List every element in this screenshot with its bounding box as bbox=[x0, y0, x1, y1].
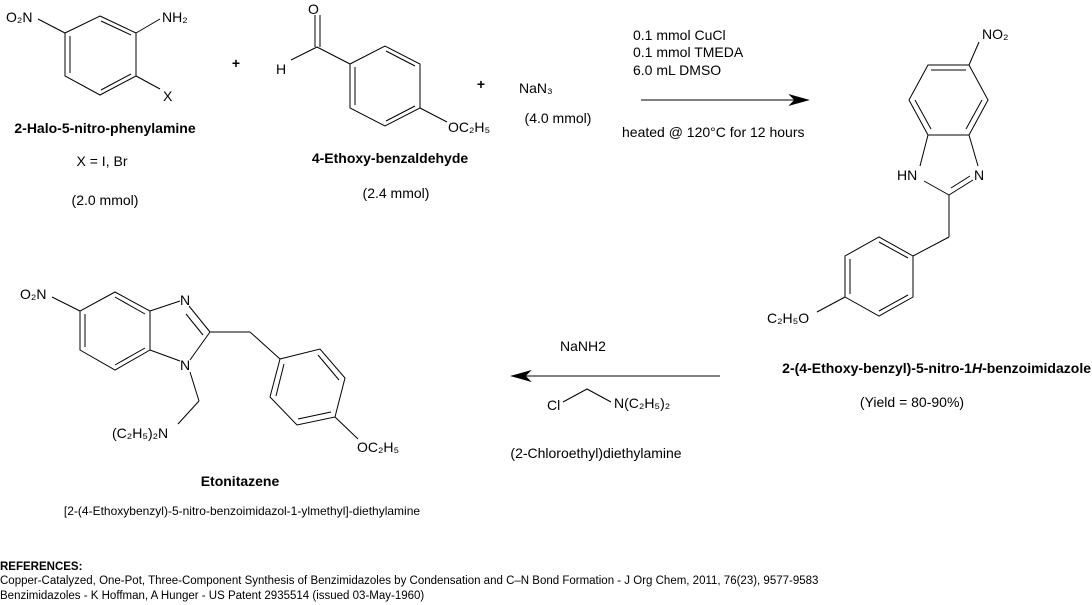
yield: (Yield = 80-90%) bbox=[860, 394, 964, 410]
ethoxy-label: OC₂H₅ bbox=[357, 439, 399, 455]
reagent-nanh2: NaNH2 bbox=[560, 338, 606, 354]
diethylamine-label: N(C₂H₅)₂ bbox=[614, 395, 670, 411]
nitrogen-label: N bbox=[180, 357, 190, 373]
plus-sign: + bbox=[477, 76, 485, 92]
heat-condition: heated @ 120°C for 12 hours bbox=[622, 124, 804, 140]
benzene-ring bbox=[64, 15, 137, 96]
reference-item: Copper-Catalyzed, One-Pot, Three-Compone… bbox=[0, 575, 818, 587]
nh-label: HN bbox=[897, 167, 917, 183]
arrow-head bbox=[510, 370, 532, 382]
oxygen-label: O bbox=[308, 1, 319, 17]
nitro-label: NO₂ bbox=[982, 26, 1008, 42]
hydrogen-label: H bbox=[276, 61, 286, 77]
reaction-arrow-step1: 0.1 mmol CuCl 0.1 mmol TMEDA 6.0 mL DMSO… bbox=[622, 27, 810, 140]
reaction-arrow-step2: NaNH2 Cl N(C₂H₅)₂ (2-Chloroethyl)diethyl… bbox=[510, 338, 720, 461]
ethoxy-label: OC₂H₅ bbox=[448, 119, 490, 135]
intermediate-benzimidazole: NO₂ HN N C₂H₅O 2-(4-Ethoxy-benzyl)-5-nit… bbox=[767, 26, 1091, 410]
nitro-label: O₂N bbox=[20, 286, 46, 302]
amine-label: NH₂ bbox=[162, 9, 188, 25]
condition-cucl: 0.1 mmol CuCl bbox=[633, 27, 726, 43]
compound-name: 4-Ethoxy-benzaldehyde bbox=[312, 150, 469, 166]
plus-sign: + bbox=[232, 55, 240, 71]
product-etonitazene: O₂N N N (C₂H₅)₂N OC₂H₅ Etonitazene [2-(4… bbox=[20, 286, 420, 518]
reference-item: Benzimidazoles - K Hoffman, A Hunger - U… bbox=[0, 590, 424, 602]
benzene-ring bbox=[844, 236, 914, 317]
amount: (2.4 mmol) bbox=[363, 185, 430, 201]
compound-name: 2-(4-Ethoxy-benzyl)-5-nitro-1H-benzoimid… bbox=[782, 360, 1091, 376]
compound-name: 2-Halo-5-nitro-phenylamine bbox=[14, 120, 195, 136]
nitrogen-label: N bbox=[180, 292, 190, 308]
chloro-label: Cl bbox=[547, 397, 560, 413]
sodium-azide: NaN₃ bbox=[519, 80, 553, 96]
benzene-ring bbox=[269, 348, 346, 426]
nitro-label: O₂N bbox=[6, 9, 32, 25]
halogen-note: X = I, Br bbox=[77, 153, 128, 169]
references-heading: REFERENCES: bbox=[0, 561, 82, 573]
arrow-head bbox=[788, 94, 810, 106]
halogen-label: X bbox=[163, 88, 173, 104]
benzene-ring bbox=[908, 64, 989, 136]
benzene-ring bbox=[79, 291, 151, 371]
iupac-name: [2-(4-Ethoxybenzyl)-5-nitro-benzoimidazo… bbox=[64, 504, 420, 518]
ethoxy-label: C₂H₅O bbox=[767, 310, 809, 326]
condition-dmso: 6.0 mL DMSO bbox=[633, 62, 721, 78]
reactant-ethoxy-benzaldehyde: O H OC₂H₅ 4-Ethoxy-benzaldehyde (2.4 mmo… bbox=[276, 1, 490, 201]
reactant-halo-nitro-phenylamine: O₂N NH₂ X 2-Halo-5-nitro-phenylamine X =… bbox=[6, 9, 196, 208]
azide-amount: (4.0 mmol) bbox=[525, 110, 592, 126]
benzene-ring bbox=[349, 45, 421, 127]
reagent-name: (2-Chloroethyl)diethylamine bbox=[510, 445, 681, 461]
references: REFERENCES: Copper-Catalyzed, One-Pot, T… bbox=[0, 561, 818, 602]
amount: (2.0 mmol) bbox=[72, 192, 139, 208]
compound-name: Etonitazene bbox=[201, 473, 280, 489]
nitrogen-label: N bbox=[974, 167, 984, 183]
condition-tmeda: 0.1 mmol TMEDA bbox=[633, 44, 744, 60]
diethylamino-label: (C₂H₅)₂N bbox=[112, 425, 168, 441]
